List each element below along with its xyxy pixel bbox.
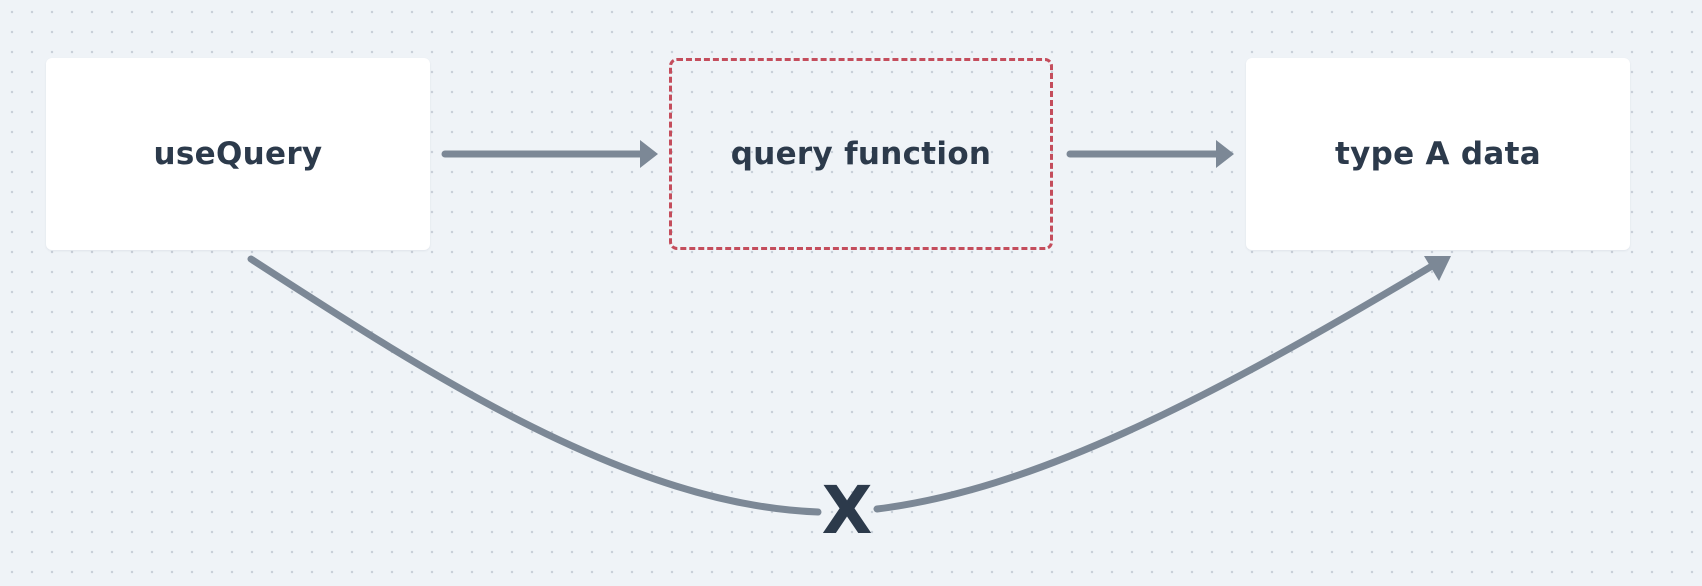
edge-usequery-to-cross — [247, 255, 822, 516]
node-type-a-data[interactable]: type A data — [1246, 58, 1630, 250]
arrowhead-usequery-to-queryfunction — [640, 140, 658, 168]
node-query-function[interactable]: query function — [669, 58, 1053, 250]
node-usequery-label: useQuery — [153, 136, 323, 172]
cross-mark: X — [821, 472, 873, 549]
node-type-a-data-label: type A data — [1335, 136, 1541, 172]
edge-cross-to-typeadata — [873, 262, 1436, 513]
node-usequery[interactable]: useQuery — [46, 58, 430, 250]
arrowhead-queryfunction-to-typeadata — [1216, 140, 1234, 168]
node-query-function-label: query function — [730, 136, 992, 172]
arrowhead-cross-to-typeadata — [1424, 256, 1451, 281]
